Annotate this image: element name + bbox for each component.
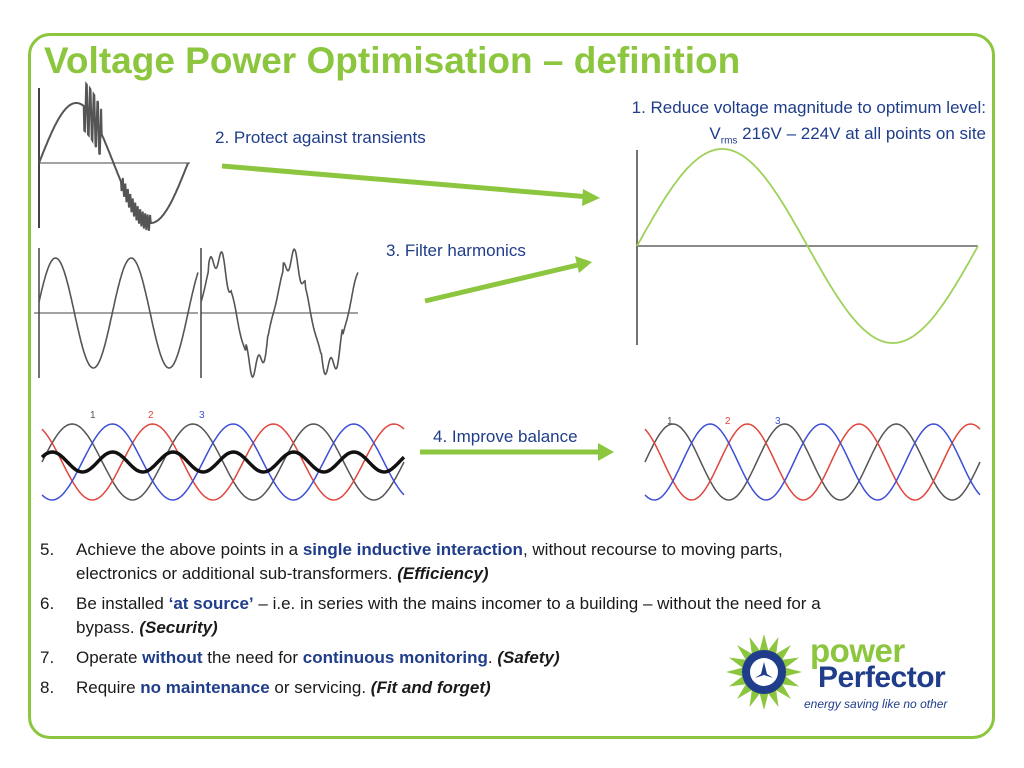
power-perfector-logo-mark bbox=[726, 634, 802, 710]
label-transients: 2. Protect against transients bbox=[215, 128, 426, 147]
balanced-phase-3 bbox=[644, 423, 981, 501]
clean-sine-curve bbox=[38, 257, 199, 369]
point-8: 8. Require no maintenance or servicing. … bbox=[40, 678, 491, 697]
arrow-transients-head bbox=[582, 189, 600, 206]
unbalanced-three-phase: 1 2 3 bbox=[40, 410, 406, 501]
logo-turbine-icon bbox=[755, 662, 773, 678]
unbalanced-phase-1 bbox=[41, 423, 405, 501]
point-5: 5. Achieve the above points in a single … bbox=[40, 540, 783, 583]
harmonic-sine bbox=[200, 248, 359, 379]
balanced-label-2: 2 bbox=[725, 416, 731, 427]
logo-word-power: power bbox=[810, 632, 905, 669]
balanced-phase-1 bbox=[644, 423, 981, 501]
harmonic-sine-curve bbox=[200, 248, 359, 379]
label-balance: 4. Improve balance bbox=[433, 427, 578, 446]
arrow-harmonics bbox=[424, 261, 583, 304]
unbalanced-label-3: 3 bbox=[199, 410, 205, 421]
balanced-label-3: 3 bbox=[775, 416, 781, 427]
unbalanced-neutral bbox=[40, 450, 406, 474]
unbalanced-phase-3 bbox=[41, 423, 405, 501]
slide-frame bbox=[28, 33, 995, 739]
logo-tagline: energy saving like no other bbox=[804, 697, 948, 711]
transient-curve bbox=[38, 81, 189, 231]
point-7: 7. Operate without the need for continuo… bbox=[40, 648, 560, 667]
balanced-label-1: 1 bbox=[667, 416, 673, 427]
transient-waveform bbox=[38, 81, 190, 231]
optimised-sine bbox=[636, 148, 979, 345]
arrow-transients bbox=[221, 163, 591, 200]
unbalanced-phase-2 bbox=[41, 423, 405, 501]
unbalanced-label-2: 2 bbox=[148, 410, 154, 421]
balanced-three-phase: 1 2 3 bbox=[644, 416, 981, 501]
arrow-harmonics-head bbox=[575, 256, 592, 273]
arrows bbox=[221, 163, 614, 461]
label-harmonics: 3. Filter harmonics bbox=[386, 241, 526, 260]
logo-word-perfector: Perfector bbox=[818, 661, 946, 694]
arrow-balance-head bbox=[598, 443, 614, 461]
requirements-list: 5. Achieve the above points in a single … bbox=[40, 538, 830, 706]
clean-sine-small bbox=[34, 248, 199, 378]
point-6: 6. Be installed ‘at source’ – i.e. in se… bbox=[40, 594, 821, 637]
page-title: Voltage Power Optimisation – definition bbox=[44, 40, 741, 81]
optimised-sine-curve bbox=[636, 148, 979, 344]
unbalanced-label-1: 1 bbox=[90, 410, 96, 421]
label-reduce-voltage: 1. Reduce voltage magnitude to optimum l… bbox=[631, 98, 986, 147]
balanced-phase-2 bbox=[644, 423, 981, 501]
